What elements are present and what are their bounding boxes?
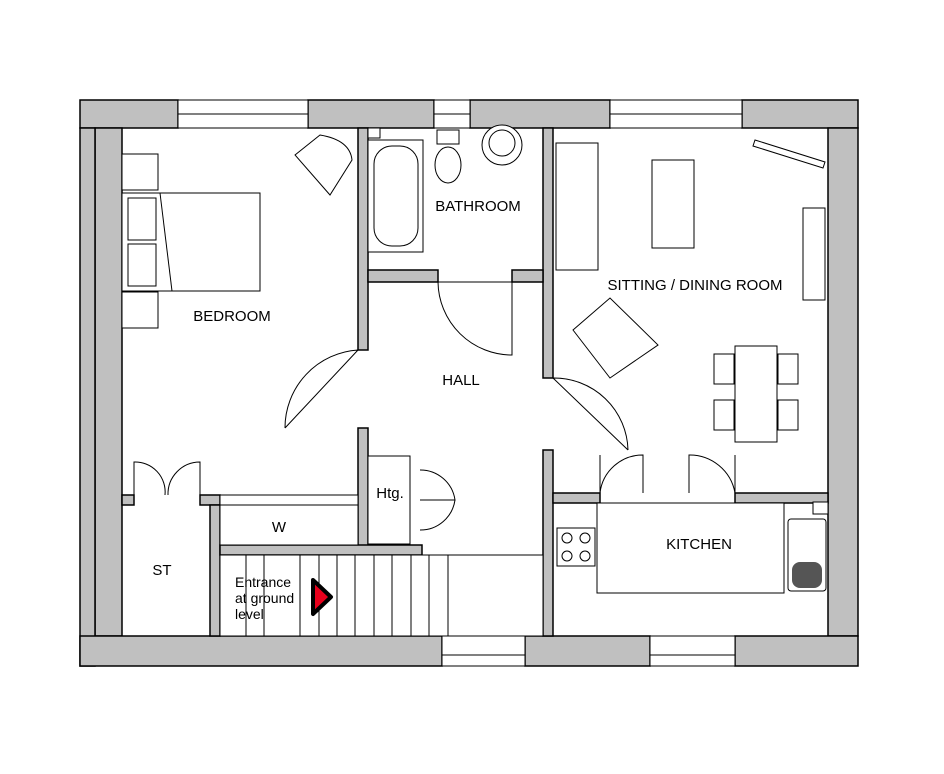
heating-label: Htg. (376, 485, 404, 502)
doors (133, 281, 736, 531)
entrance-label-line1: Entrance (235, 574, 291, 590)
windows (177, 99, 743, 667)
store-label: ST (152, 562, 171, 579)
entrance-label-line3: level (235, 606, 264, 622)
entrance-arrow-icon (311, 578, 333, 616)
entrance-stairs (219, 554, 544, 637)
sitting-dining-label: SITTING / DINING ROOM (608, 277, 783, 294)
furniture (121, 124, 829, 594)
kitchen-label: KITCHEN (666, 536, 732, 553)
bathroom-label: BATHROOM (435, 198, 521, 215)
bedroom-label: BEDROOM (193, 308, 271, 325)
walls (79, 99, 859, 667)
hall-label: HALL (442, 372, 480, 389)
entrance-label-line2: at ground (235, 590, 294, 606)
wardrobe-label: W (272, 519, 287, 536)
